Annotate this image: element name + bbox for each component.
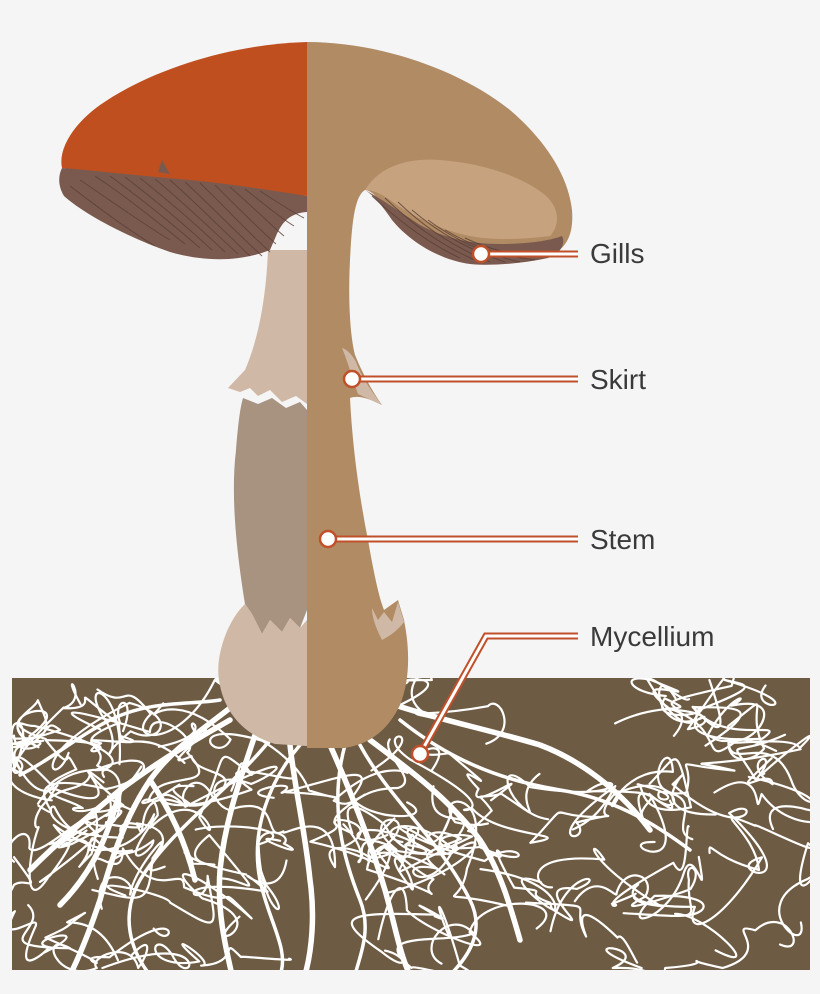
mycelium-strand: [12, 723, 61, 774]
mycelium-strand: [350, 904, 444, 964]
mycelium-strand: [536, 825, 690, 908]
mycelium-strand: [396, 905, 475, 970]
mycelium-strand: [364, 833, 435, 901]
gills-label: Gills: [590, 238, 644, 269]
stem-exterior: [218, 250, 307, 746]
mycelium-strand: [106, 859, 288, 924]
mycelium-strand: [569, 784, 676, 853]
mycelium-strand: [92, 847, 253, 937]
mycelium-strand: [605, 921, 795, 970]
mycelium-strand: [152, 702, 338, 799]
mycelium-strand: [257, 773, 418, 818]
mycelium-strand: [614, 684, 771, 741]
mycelium-strand: [12, 699, 49, 749]
mycelium-strand: [506, 774, 674, 823]
mycelium-strand: [736, 733, 787, 786]
cross-section: [307, 42, 573, 748]
mycelium-strand: [610, 748, 802, 807]
mycelium-strand: [389, 678, 506, 745]
mycelium-strand: [44, 911, 170, 965]
stem-label: Stem: [590, 524, 655, 555]
mycelium-strand: [157, 722, 227, 807]
stem-callout: Stem: [318, 524, 655, 555]
mycelium-strand: [194, 825, 294, 911]
mycelium-strand: [708, 816, 810, 937]
mycelium-strand: [70, 711, 201, 803]
mycelium-strand: [44, 734, 143, 813]
skirt-label: Skirt: [590, 364, 646, 395]
mycelium-strand: [636, 758, 694, 841]
gills-callout: Gills: [471, 238, 644, 269]
mycelium-strand: [524, 901, 639, 964]
mycelium-strand: [638, 855, 738, 959]
mycelium-strand: [91, 840, 164, 910]
mycelium-strand: [96, 678, 228, 737]
skirt-callout: Skirt: [342, 364, 646, 395]
gills-section: [365, 190, 564, 265]
mycelium-strand: [713, 781, 810, 831]
mycelium-label: Mycellium: [590, 621, 714, 652]
mycelium-network: [12, 678, 810, 970]
callouts: Gills Skirt Stem Mycellium: [318, 238, 714, 764]
mycelium-strand: [28, 770, 125, 891]
mycelium-strand: [727, 703, 810, 803]
mycelium-strand: [36, 701, 129, 805]
mycelium-strand: [12, 721, 146, 814]
cap-exterior: [59, 42, 307, 260]
mycelium-strand: [228, 804, 414, 891]
mycelium-strand: [101, 943, 292, 970]
mycelium-strand: [573, 866, 697, 918]
mycelium-callout: Mycellium: [410, 621, 714, 764]
mycelium-strand: [12, 706, 105, 802]
mycelium-strand: [309, 793, 400, 870]
mycelium-strand: [397, 833, 557, 911]
mycelium-strand: [370, 735, 601, 844]
